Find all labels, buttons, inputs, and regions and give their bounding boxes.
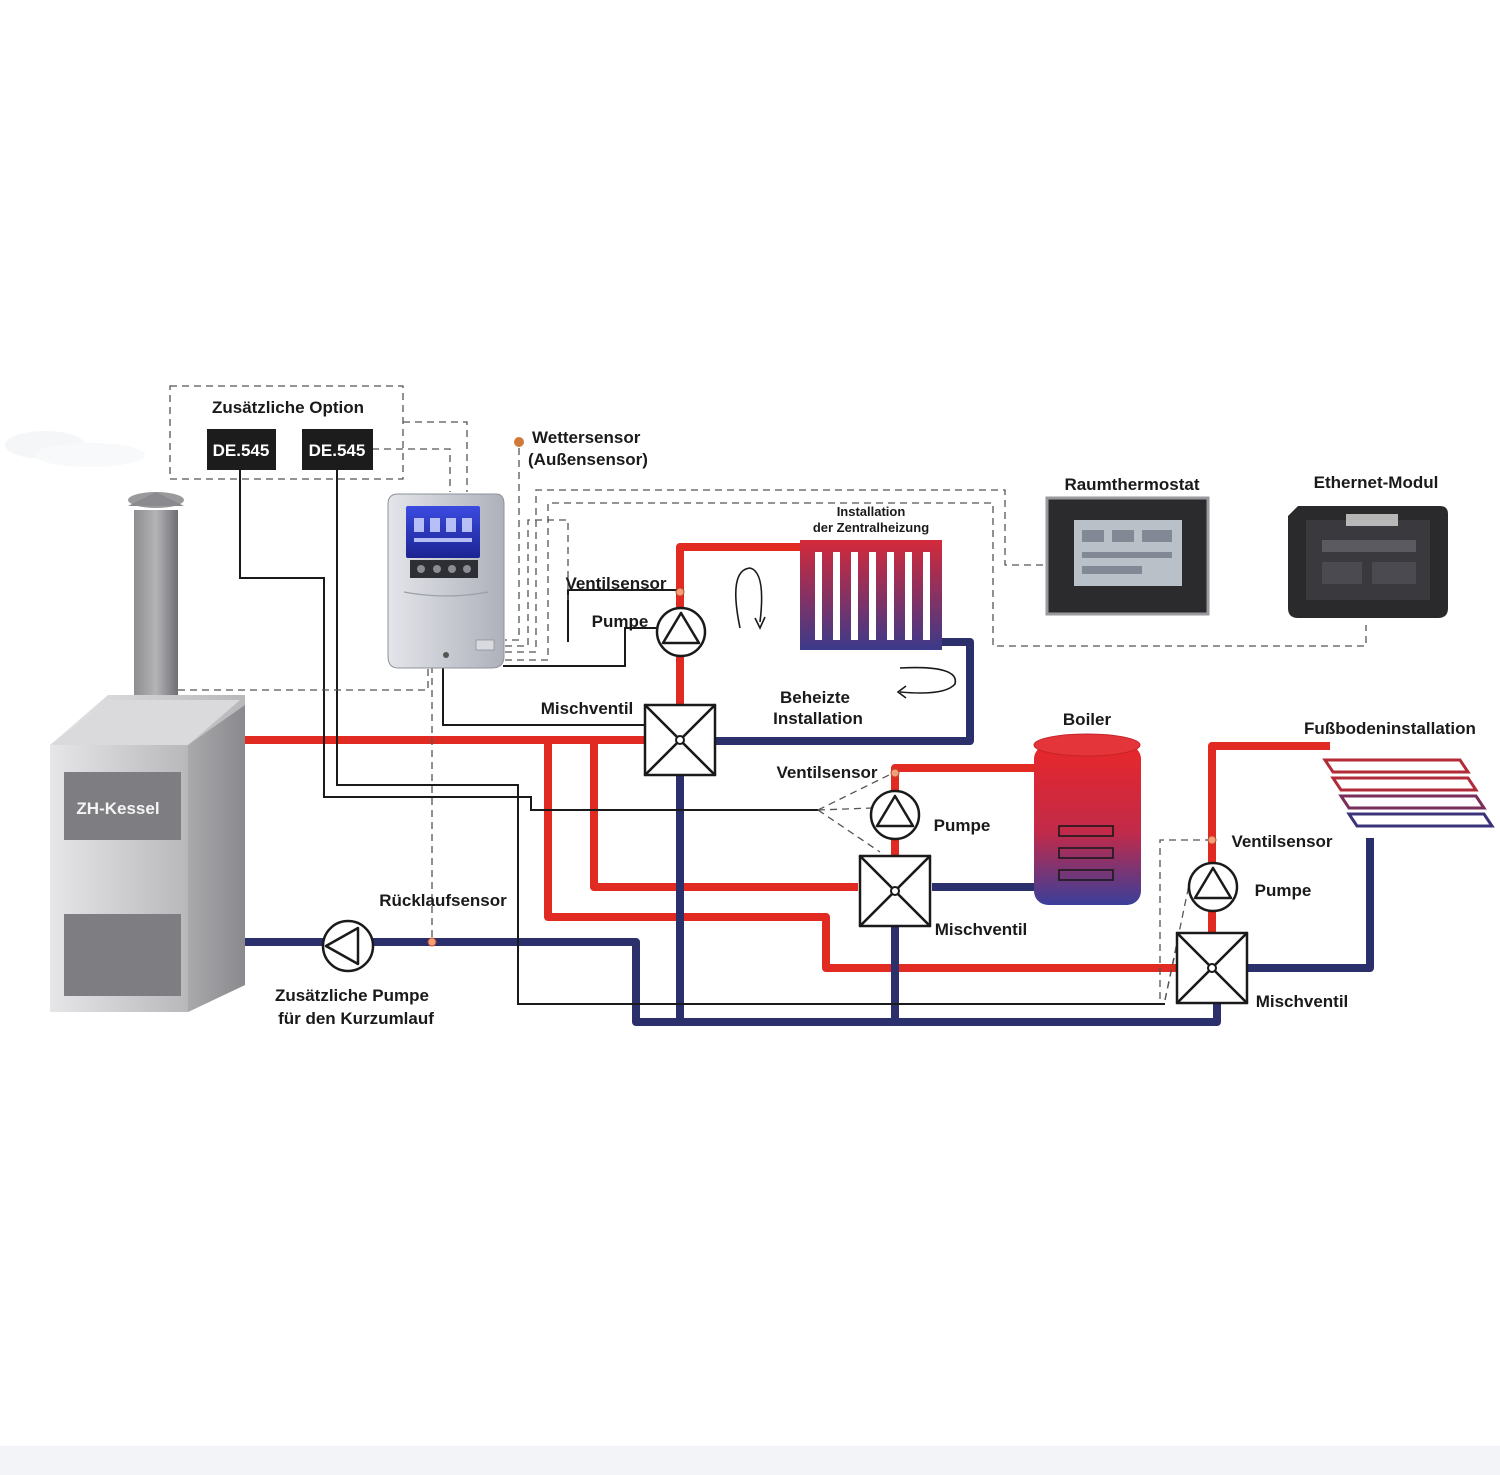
extra-pump-label-1: Zusätzliche Pumpe — [275, 986, 429, 1005]
zh-boiler-label: ZH-Kessel — [76, 799, 159, 818]
radiator — [800, 540, 942, 650]
controller-display — [406, 506, 480, 558]
mixing-valve-2-label: Mischventil — [935, 920, 1028, 939]
zh-boiler: ZH-Kessel — [50, 492, 245, 1012]
pump-3-icon — [1187, 861, 1239, 913]
room-thermostat-label: Raumthermostat — [1064, 475, 1199, 494]
extra-option-group: Zusätzliche Option DE.545 DE.545 — [207, 398, 373, 470]
weather-sensor-label-2: (Außensensor) — [528, 450, 648, 469]
ethernet-module — [1288, 506, 1448, 618]
valve-sensor-2-dot — [890, 768, 900, 778]
boiler-label-plate — [64, 772, 181, 840]
de545-module-1 — [207, 429, 276, 470]
pump-3-label: Pumpe — [1255, 881, 1312, 900]
extra-pump-icon — [321, 919, 375, 973]
extra-pump-label-2: für den Kurzumlauf — [278, 1009, 434, 1028]
smoke-decoration — [5, 431, 145, 467]
boiler-tank-label: Boiler — [1063, 710, 1112, 729]
boiler-door — [64, 914, 181, 996]
cold-pipes — [245, 638, 1374, 1026]
valve-sensor-2-label: Ventilsensor — [776, 763, 877, 782]
return-sensor-label: Rücklaufsensor — [379, 891, 507, 910]
floor-installation-label: Fußbodeninstallation — [1304, 719, 1476, 738]
mixing-valve-3-icon — [1175, 931, 1249, 1005]
controller-unit — [387, 493, 505, 669]
extra-option-label: Zusätzliche Option — [212, 398, 364, 417]
room-thermostat — [1045, 496, 1210, 616]
valve-sensor-1-label: Ventilsensor — [565, 574, 666, 593]
heated-install-label-2: Installation — [773, 709, 863, 728]
boiler-tank — [1033, 733, 1141, 905]
mixing-valve-1-label: Mischventil — [541, 699, 634, 718]
central-heating-label-2: der Zentralheizung — [813, 520, 929, 535]
pump-1-label: Pumpe — [592, 612, 649, 631]
weather-sensor-dot — [514, 437, 524, 447]
flow-arrow-icon — [734, 567, 763, 629]
signal-lines — [169, 385, 1367, 942]
floor-installation — [1322, 758, 1495, 828]
return-sensor-dot — [427, 937, 437, 947]
de545-module-2 — [302, 429, 373, 470]
de545-module-2-label: DE.545 — [309, 441, 366, 460]
central-heating-label-1: Installation — [837, 504, 906, 519]
ethernet-module-label: Ethernet-Modul — [1314, 473, 1439, 492]
valve-sensor-3-label: Ventilsensor — [1231, 832, 1332, 851]
footer-bar — [0, 1446, 1500, 1475]
valve-sensor-1-dot — [675, 587, 685, 597]
heated-install-label-1: Beheizte — [780, 688, 850, 707]
weather-sensor-label-1: Wettersensor — [532, 428, 641, 447]
controller-buttons — [410, 560, 478, 578]
pump-1-icon — [655, 606, 707, 658]
valve-sensor-3-dot — [1207, 835, 1217, 845]
hot-pipes — [245, 543, 1330, 972]
mixing-valve-3-label: Mischventil — [1256, 992, 1349, 1011]
pump-2-label: Pumpe — [934, 816, 991, 835]
de545-module-1-label: DE.545 — [213, 441, 270, 460]
mixing-valve-1-icon — [643, 703, 717, 777]
mixing-valve-2-icon — [858, 854, 932, 928]
pump-2-icon — [869, 789, 921, 841]
return-arrow-icon — [899, 666, 957, 694]
